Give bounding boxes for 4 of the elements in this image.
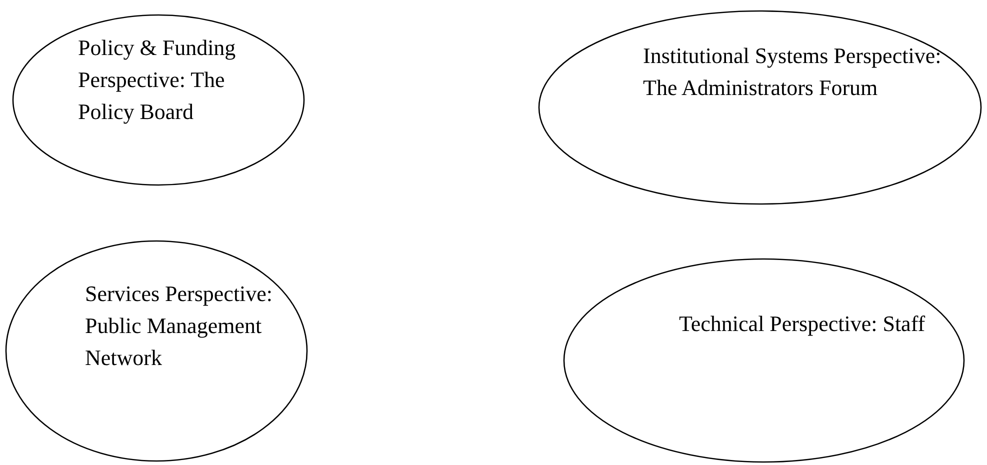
oval-label: Services Perspective: Public Management Network	[85, 280, 274, 372]
oval-label: Policy & Funding Perspective: The Policy Board	[78, 34, 237, 126]
oval-label: Technical Perspective: Staff	[679, 310, 926, 338]
oval-label: Institutional Systems Perspective: The Administrators Forum	[643, 42, 942, 102]
